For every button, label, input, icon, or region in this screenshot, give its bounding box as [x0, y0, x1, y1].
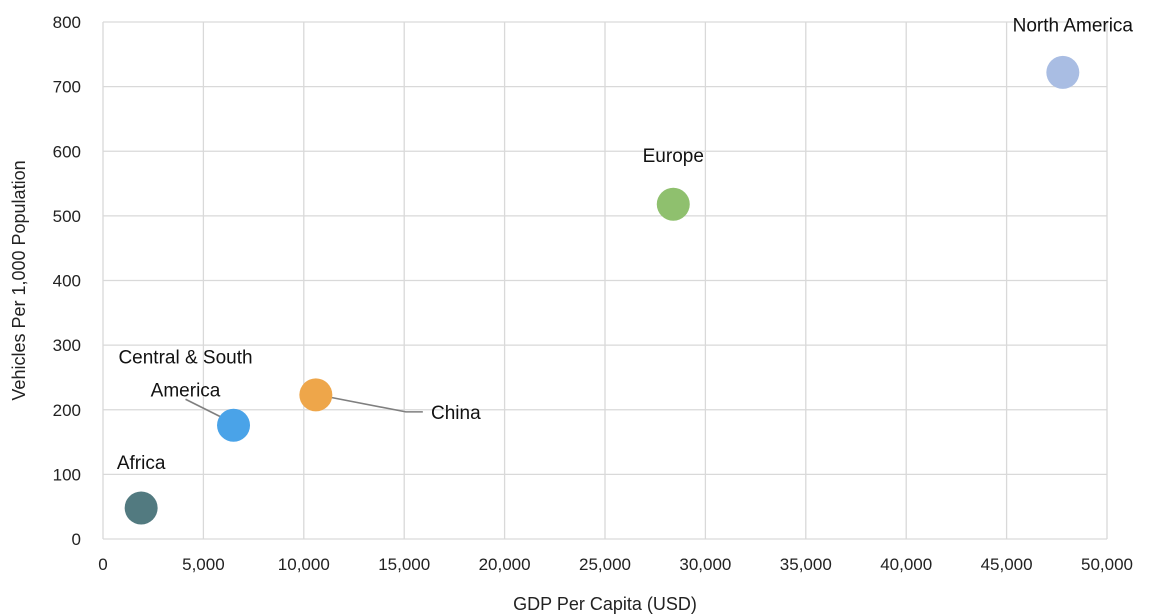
- y-tick-label: 700: [53, 78, 81, 97]
- point-label: China: [431, 403, 481, 424]
- x-tick-label: 30,000: [679, 555, 731, 574]
- y-axis-ticks: 0 100 200 300 400 500 600 700 800: [53, 13, 81, 549]
- x-tick-label: 15,000: [378, 555, 430, 574]
- gridlines: [102, 21, 1108, 540]
- data-point-central-south-america: [217, 408, 251, 442]
- y-tick-label: 300: [53, 336, 81, 355]
- y-axis-label: Vehicles Per 1,000 Population: [9, 160, 29, 400]
- x-tick-label: 35,000: [780, 555, 832, 574]
- y-tick-label: 200: [53, 401, 81, 420]
- x-tick-label: 5,000: [182, 555, 225, 574]
- point-label: Central & South: [118, 347, 252, 368]
- point-label: America: [151, 380, 221, 401]
- x-tick-label: 25,000: [579, 555, 631, 574]
- leader-line: [317, 394, 423, 413]
- data-point-north-america: [1046, 55, 1080, 89]
- x-tick-label: 0: [98, 555, 107, 574]
- y-tick-label: 400: [53, 272, 81, 291]
- x-tick-label: 10,000: [278, 555, 330, 574]
- y-tick-label: 100: [53, 465, 81, 484]
- x-tick-label: 45,000: [981, 555, 1033, 574]
- y-tick-label: 0: [72, 530, 81, 549]
- x-axis-ticks: 0 5,000 10,000 15,000 20,000 25,000 30,000 35,0…: [98, 555, 1133, 574]
- x-tick-label: 40,000: [880, 555, 932, 574]
- data-point-africa: [124, 491, 158, 525]
- y-tick-label: 800: [53, 13, 81, 32]
- y-tick-label: 600: [53, 142, 81, 161]
- x-tick-label: 50,000: [1081, 555, 1133, 574]
- x-tick-label: 20,000: [479, 555, 531, 574]
- y-tick-label: 500: [53, 207, 81, 226]
- point-label: Europe: [643, 146, 704, 167]
- data-point-europe: [656, 187, 690, 221]
- data-points: [124, 55, 1080, 525]
- point-label: North America: [1013, 15, 1134, 36]
- data-point-china: [299, 378, 333, 412]
- point-label: Africa: [117, 453, 166, 474]
- x-axis-label: GDP Per Capita (USD): [513, 594, 697, 614]
